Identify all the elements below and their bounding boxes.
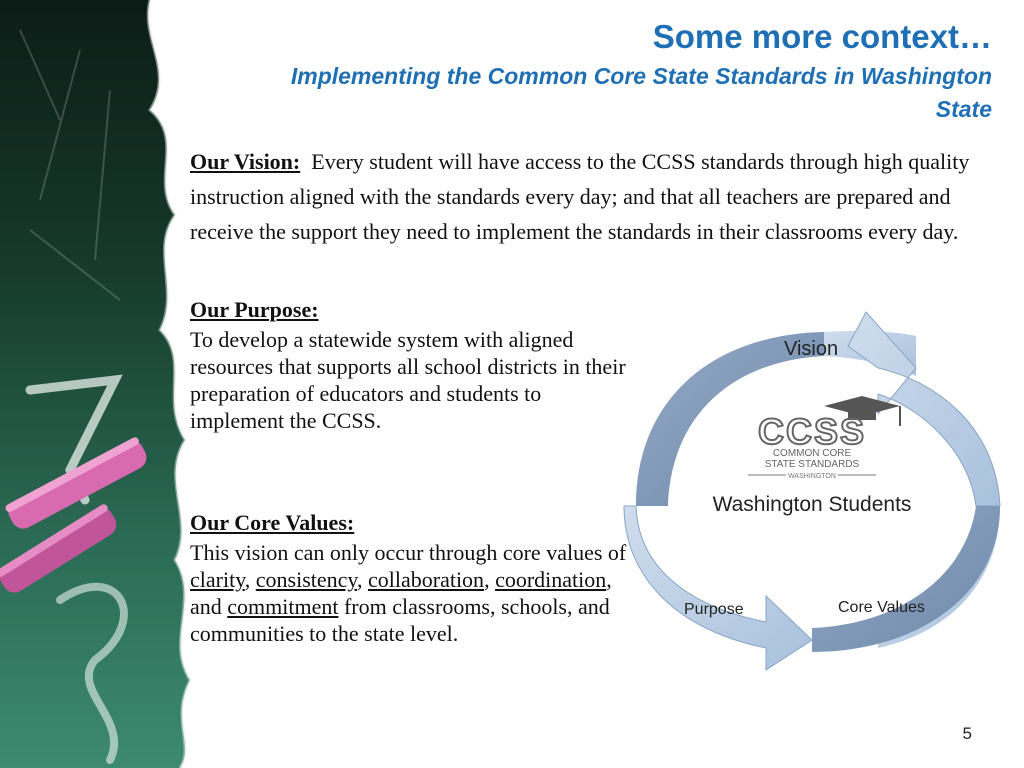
- value-separator: , and: [190, 567, 612, 619]
- purpose-label: Purpose: [684, 601, 744, 618]
- core-values-label: Core Values: [838, 599, 925, 616]
- purpose-arrow: [623, 505, 813, 671]
- slide-title: Some more context…: [652, 18, 992, 55]
- logo-line-1: COMMON CORE: [773, 448, 852, 459]
- core-values-heading: Our Core Values:: [190, 510, 355, 535]
- purpose-heading: Our Purpose:: [190, 297, 319, 322]
- chalkboard-image: [0, 0, 240, 768]
- ccss-cycle-diagram: Vision Purpose Core Values Washington St…: [616, 306, 1008, 672]
- ccss-logo: CCSS COMMON CORE STATE STANDARDS WASHING…: [748, 396, 901, 480]
- core-values-outro: from classrooms, schools, and communitie…: [190, 594, 610, 646]
- value-separator: ,: [484, 567, 496, 592]
- vision-label: Vision: [784, 338, 838, 360]
- vision-arrow: [636, 332, 824, 506]
- value-clarity: clarity: [190, 567, 245, 592]
- purpose-section: Our Purpose: To develop a statewide syst…: [190, 296, 630, 434]
- value-collaboration: collaboration: [367, 567, 485, 592]
- page-number: 5: [962, 724, 972, 743]
- vision-text: Every student will have access to the CC…: [190, 149, 970, 244]
- value-separator: ,: [356, 567, 368, 592]
- value-commitment: commitment: [227, 594, 339, 619]
- purpose-text: To develop a statewide system with align…: [190, 327, 626, 433]
- logo-line-2: STATE STANDARDS: [765, 459, 860, 470]
- vision-paragraph: Our Vision: Every student will have acce…: [190, 144, 980, 249]
- center-label: Washington Students: [713, 493, 912, 516]
- value-consistency: consistency: [255, 567, 357, 592]
- core-values-intro: This vision can only occur through core …: [190, 540, 627, 565]
- vision-heading: Our Vision:: [190, 149, 301, 174]
- logo-main: CCSS: [758, 411, 866, 452]
- logo-line-3: WASHINGTON: [788, 473, 836, 480]
- value-coordination: coordination: [495, 567, 607, 592]
- core-values-arrow: [812, 506, 1000, 652]
- slide-subtitle: Implementing the Common Core State Stand…: [290, 63, 992, 122]
- core-values-section: Our Core Values: This vision can only oc…: [190, 509, 630, 647]
- value-separator: ,: [244, 567, 256, 592]
